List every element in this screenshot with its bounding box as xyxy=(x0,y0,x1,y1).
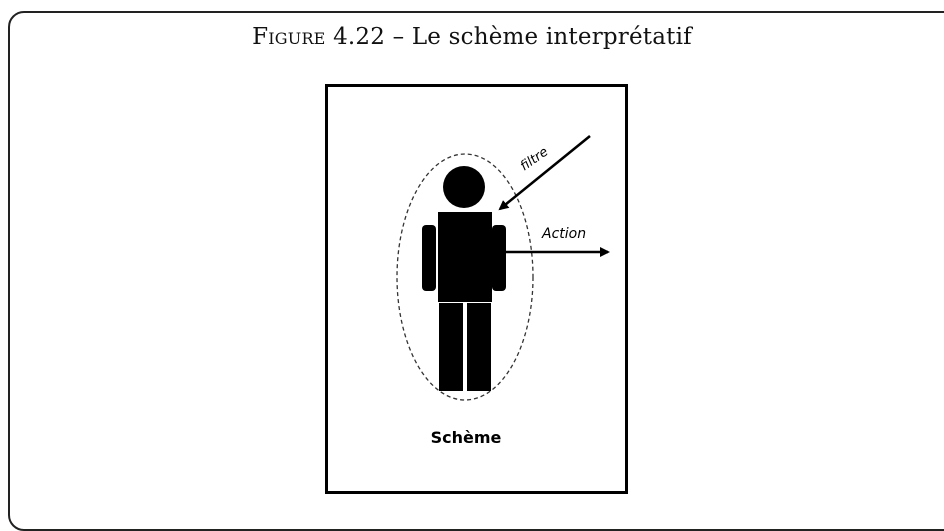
filter-arrow xyxy=(498,134,591,211)
person-head xyxy=(443,166,485,208)
figure-caption: Figure 4.22 – Le schème interprétatif xyxy=(0,24,944,50)
caption-separator: – xyxy=(385,24,412,50)
figure-number: Figure 4.22 xyxy=(252,24,386,50)
person-right-arm xyxy=(492,225,506,291)
schema-boundary-ellipse xyxy=(396,153,534,401)
filter-label: filtre xyxy=(518,145,552,175)
person-left-arm xyxy=(422,225,436,291)
person-torso xyxy=(438,212,492,302)
caption-text: Le schème interprétatif xyxy=(411,24,692,50)
schema-diagram: filtre Action Schème xyxy=(396,134,610,447)
action-label: Action xyxy=(541,226,586,242)
person-icon xyxy=(422,166,506,391)
person-right-leg xyxy=(467,303,491,391)
person-left-leg xyxy=(439,303,463,391)
diagram-box: filtre Action Schème xyxy=(325,84,628,494)
schema-label: Schème xyxy=(431,428,502,447)
